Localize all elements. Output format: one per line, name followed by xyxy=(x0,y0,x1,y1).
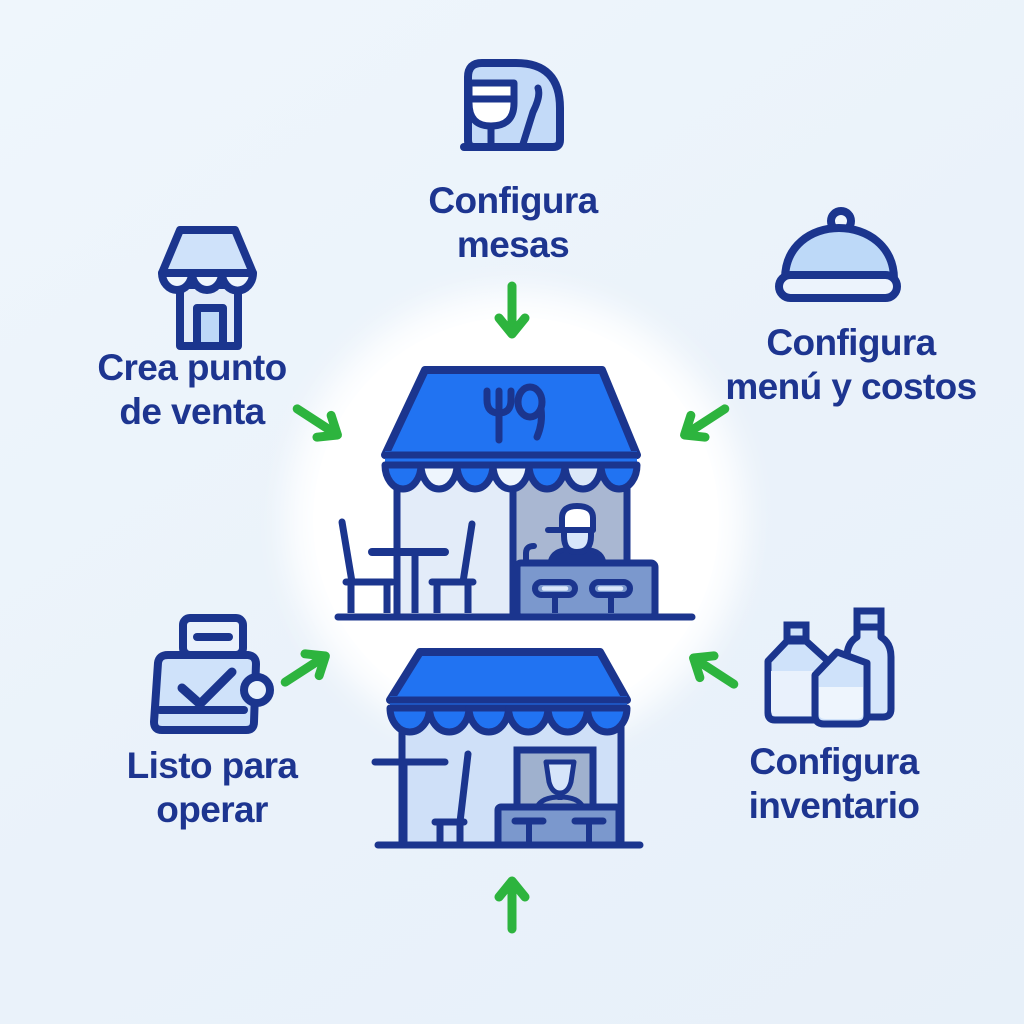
step-right-label: Configura menú y costos xyxy=(701,321,1001,409)
step-bottom-right-icon xyxy=(764,605,897,728)
step-top-label-line1: Configura xyxy=(428,180,598,221)
bottles-icon xyxy=(764,607,895,728)
arrow-bottom-right-icon xyxy=(674,636,749,704)
wine-glass-badge-icon xyxy=(460,59,564,151)
step-right-label-line1: Configura xyxy=(766,322,936,363)
arrow-left-icon xyxy=(281,389,356,457)
cloche-icon xyxy=(775,207,901,302)
step-bottom-right-label-line1: Configura xyxy=(749,741,919,782)
secondary-storefront-illustration xyxy=(365,640,650,855)
step-bottom-left-label: Listo para operar xyxy=(62,744,362,832)
arrow-bottom-icon xyxy=(492,871,532,935)
storefront-icon xyxy=(158,226,257,350)
step-top-label: Configura mesas xyxy=(363,179,663,267)
arrow-bottom-left-icon xyxy=(269,634,344,702)
step-bottom-left-label-line2: operar xyxy=(156,789,268,830)
step-bottom-right-label-line2: inventario xyxy=(748,785,920,826)
step-left-label-line2: de venta xyxy=(119,391,265,432)
arrow-right-icon xyxy=(665,389,740,457)
step-left-icon xyxy=(157,225,258,350)
step-right-icon xyxy=(775,205,901,302)
step-right-label-line2: menú y costos xyxy=(725,366,977,407)
arrow-top-icon xyxy=(492,280,532,344)
step-top-label-line2: mesas xyxy=(456,224,570,265)
step-bottom-right-label: Configura inventario xyxy=(684,740,984,828)
step-left-label: Crea punto de venta xyxy=(42,346,342,434)
step-top-icon xyxy=(460,56,564,153)
step-bottom-left-label-line1: Listo para xyxy=(126,745,298,786)
main-storefront-illustration xyxy=(330,356,700,626)
cash-register-icon xyxy=(150,614,274,734)
step-left-label-line1: Crea punto xyxy=(97,347,287,388)
step-bottom-left-icon xyxy=(150,612,274,734)
